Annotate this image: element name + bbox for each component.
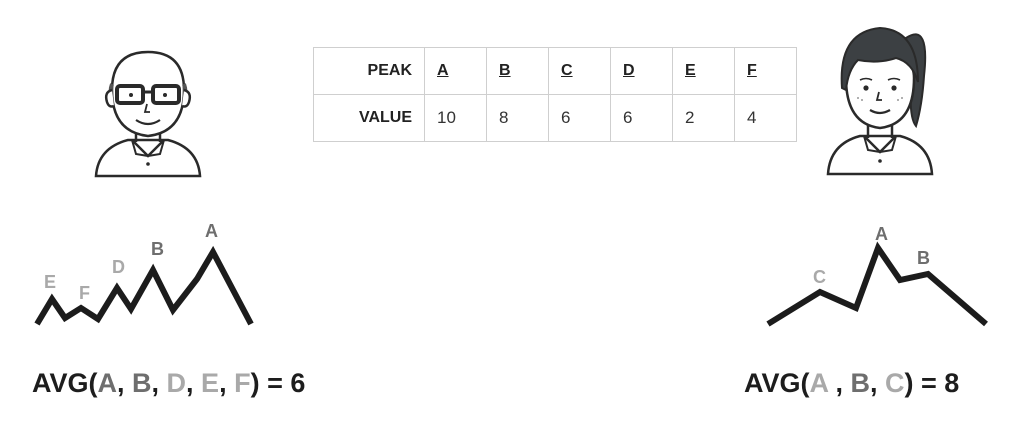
value-row: VALUE 10 8 6 6 2 4 bbox=[313, 94, 797, 142]
bald-man-with-glasses-avatar bbox=[88, 44, 208, 189]
left-peak-label-a: A bbox=[205, 221, 218, 241]
peak-letter-e: E bbox=[672, 47, 735, 95]
left-peak-label-f: F bbox=[79, 283, 90, 303]
left-formula-sep1: , bbox=[117, 368, 133, 398]
right-formula-sep1: , bbox=[828, 368, 851, 398]
peak-letter-a: A bbox=[424, 47, 487, 95]
peak-value-d: 6 bbox=[610, 94, 673, 142]
peak-value-table: PEAK A B C D E F VALUE 10 8 6 6 2 4 bbox=[313, 47, 797, 142]
value-header: VALUE bbox=[313, 94, 425, 142]
right-formula-sep2: , bbox=[870, 368, 886, 398]
left-mountain-range: E F D B A bbox=[25, 210, 275, 345]
peak-value-f: 4 bbox=[734, 94, 797, 142]
right-mountain-range: C A B bbox=[760, 210, 1000, 345]
left-peak-label-e: E bbox=[44, 272, 56, 292]
left-formula-a: A bbox=[97, 368, 118, 398]
right-formula-suffix: ) = 8 bbox=[904, 368, 960, 398]
right-average-formula: AVG(A , B, C) = 8 bbox=[744, 368, 959, 399]
right-formula-prefix: AVG( bbox=[744, 368, 810, 398]
left-mountain-line bbox=[34, 245, 254, 326]
left-formula-sep3: , bbox=[186, 368, 202, 398]
right-formula-c: C bbox=[885, 368, 905, 398]
left-formula-suffix: ) = 6 bbox=[250, 368, 306, 398]
left-average-formula: AVG(A, B, D, E, F) = 6 bbox=[32, 368, 305, 399]
peak-header: PEAK bbox=[313, 47, 425, 95]
left-formula-sep2: , bbox=[151, 368, 167, 398]
peak-letter-b: B bbox=[486, 47, 549, 95]
left-peak-label-d: D bbox=[112, 257, 125, 277]
peak-row: PEAK A B C D E F bbox=[313, 47, 797, 95]
left-formula-b: B bbox=[132, 368, 152, 398]
peak-value-a: 10 bbox=[424, 94, 487, 142]
left-formula-prefix: AVG( bbox=[32, 368, 98, 398]
right-formula-b: B bbox=[850, 368, 871, 398]
left-formula-d: D bbox=[166, 368, 187, 398]
left-formula-e: E bbox=[201, 368, 220, 398]
left-formula-sep4: , bbox=[219, 368, 235, 398]
right-peak-label-b: B bbox=[917, 248, 930, 268]
peak-value-c: 6 bbox=[548, 94, 611, 142]
woman-with-ponytail-avatar bbox=[820, 16, 940, 186]
right-peak-label-c: C bbox=[813, 267, 826, 287]
peak-letter-f: F bbox=[734, 47, 797, 95]
peak-value-b: 8 bbox=[486, 94, 549, 142]
peak-letter-d: D bbox=[610, 47, 673, 95]
right-formula-a: A bbox=[809, 368, 829, 398]
peak-value-e: 2 bbox=[672, 94, 735, 142]
right-peak-label-a: A bbox=[875, 224, 888, 244]
peak-letter-c: C bbox=[548, 47, 611, 95]
left-peak-label-b: B bbox=[151, 239, 164, 259]
left-formula-f: F bbox=[234, 368, 251, 398]
right-mountain-line bbox=[766, 241, 988, 327]
